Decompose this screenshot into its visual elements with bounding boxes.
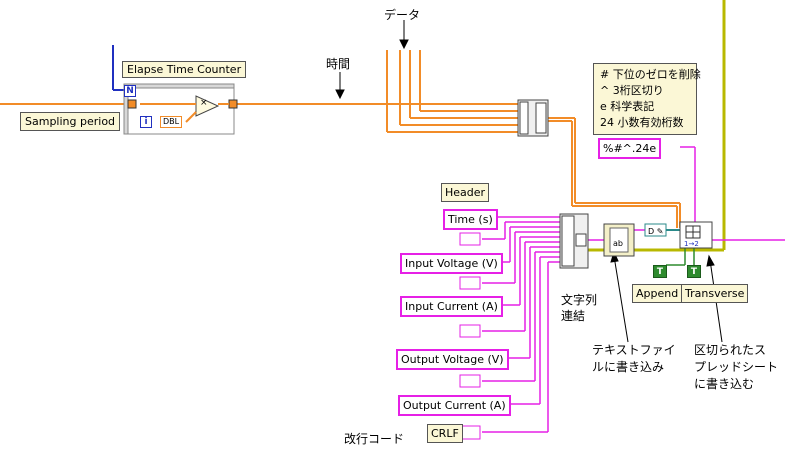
sampling-period-label: Sampling period — [20, 112, 121, 131]
build-array-node[interactable] — [517, 99, 549, 137]
header-time-constant[interactable]: Time (s) — [443, 209, 498, 230]
format-comment-line-4: 24 小数有効桁数 — [600, 116, 684, 129]
concatenate-strings-node[interactable] — [559, 213, 589, 269]
newline-annotation: 改行コード — [344, 432, 405, 446]
write-spreadsheet-annotation: 区切られたス プレッドシート に書き込む — [694, 342, 778, 393]
newline-constants — [459, 232, 481, 440]
format-comment: # 下位のゼロを削除 ^ 3桁区切り e 科学表記 24 小数有効桁数 — [593, 63, 701, 135]
write-text-annotation-line-2: ルに書き込み — [592, 360, 665, 374]
write-text-annotation: テキストファイ ルに書き込み — [592, 342, 676, 376]
elapse-time-counter-vi[interactable] — [123, 83, 238, 135]
path-constant[interactable]: D ✎ — [644, 223, 667, 237]
string-wires — [482, 146, 785, 433]
write-spreadsheet-annotation-line-2: プレッドシート — [694, 360, 779, 374]
write-text-annotation-line-1: テキストファイ — [592, 343, 676, 357]
dbl-conversion[interactable]: DBL — [160, 116, 183, 128]
header-label: Header — [441, 183, 490, 202]
crlf-label: CRLF — [427, 424, 463, 443]
write-text-file-node[interactable]: ab — [603, 223, 635, 257]
header-input-current-constant[interactable]: Input Current (A) — [400, 296, 503, 317]
format-comment-line-3: e 科学表記 — [600, 100, 655, 113]
header-input-voltage-constant[interactable]: Input Voltage (V) — [400, 253, 503, 274]
svg-text:1→2: 1→2 — [684, 240, 699, 248]
multiply-node[interactable] — [195, 95, 220, 117]
numeric-wires — [0, 50, 681, 228]
format-comment-line-2: ^ 3桁区切り — [600, 84, 664, 97]
elapse-time-counter-label: Elapse Time Counter — [122, 61, 247, 78]
append-label: Append — [632, 284, 683, 303]
header-output-voltage-constant[interactable]: Output Voltage (V) — [396, 349, 509, 370]
transverse-label: Transverse — [681, 284, 749, 303]
loop-iteration-terminal[interactable]: i — [140, 116, 152, 128]
loop-count-terminal[interactable]: N — [124, 85, 136, 97]
svg-text:D ✎: D ✎ — [648, 227, 663, 236]
write-spreadsheet-annotation-line-1: 区切られたス — [694, 343, 767, 357]
time-annotation: 時間 — [326, 57, 351, 71]
multiply-symbol: × — [200, 98, 208, 108]
svg-text:ab: ab — [613, 239, 623, 248]
write-spreadsheet-annotation-line-3: に書き込む — [694, 377, 755, 391]
concat-annotation: 文字列 連結 — [561, 292, 597, 324]
append-true-constant[interactable]: T — [653, 265, 667, 278]
data-annotation: データ — [384, 8, 421, 22]
header-output-current-constant[interactable]: Output Current (A) — [398, 395, 511, 416]
transverse-true-constant[interactable]: T — [687, 265, 701, 278]
write-spreadsheet-node[interactable]: 1→2 — [679, 221, 713, 249]
format-string-constant[interactable]: %#^.24e — [598, 138, 662, 159]
format-comment-line-1: # 下位のゼロを削除 — [600, 68, 701, 81]
concat-annotation-line-2: 連結 — [561, 309, 586, 323]
dbl-wire — [185, 111, 197, 123]
boolean-wires — [666, 247, 695, 266]
concat-annotation-line-1: 文字列 — [561, 293, 598, 307]
